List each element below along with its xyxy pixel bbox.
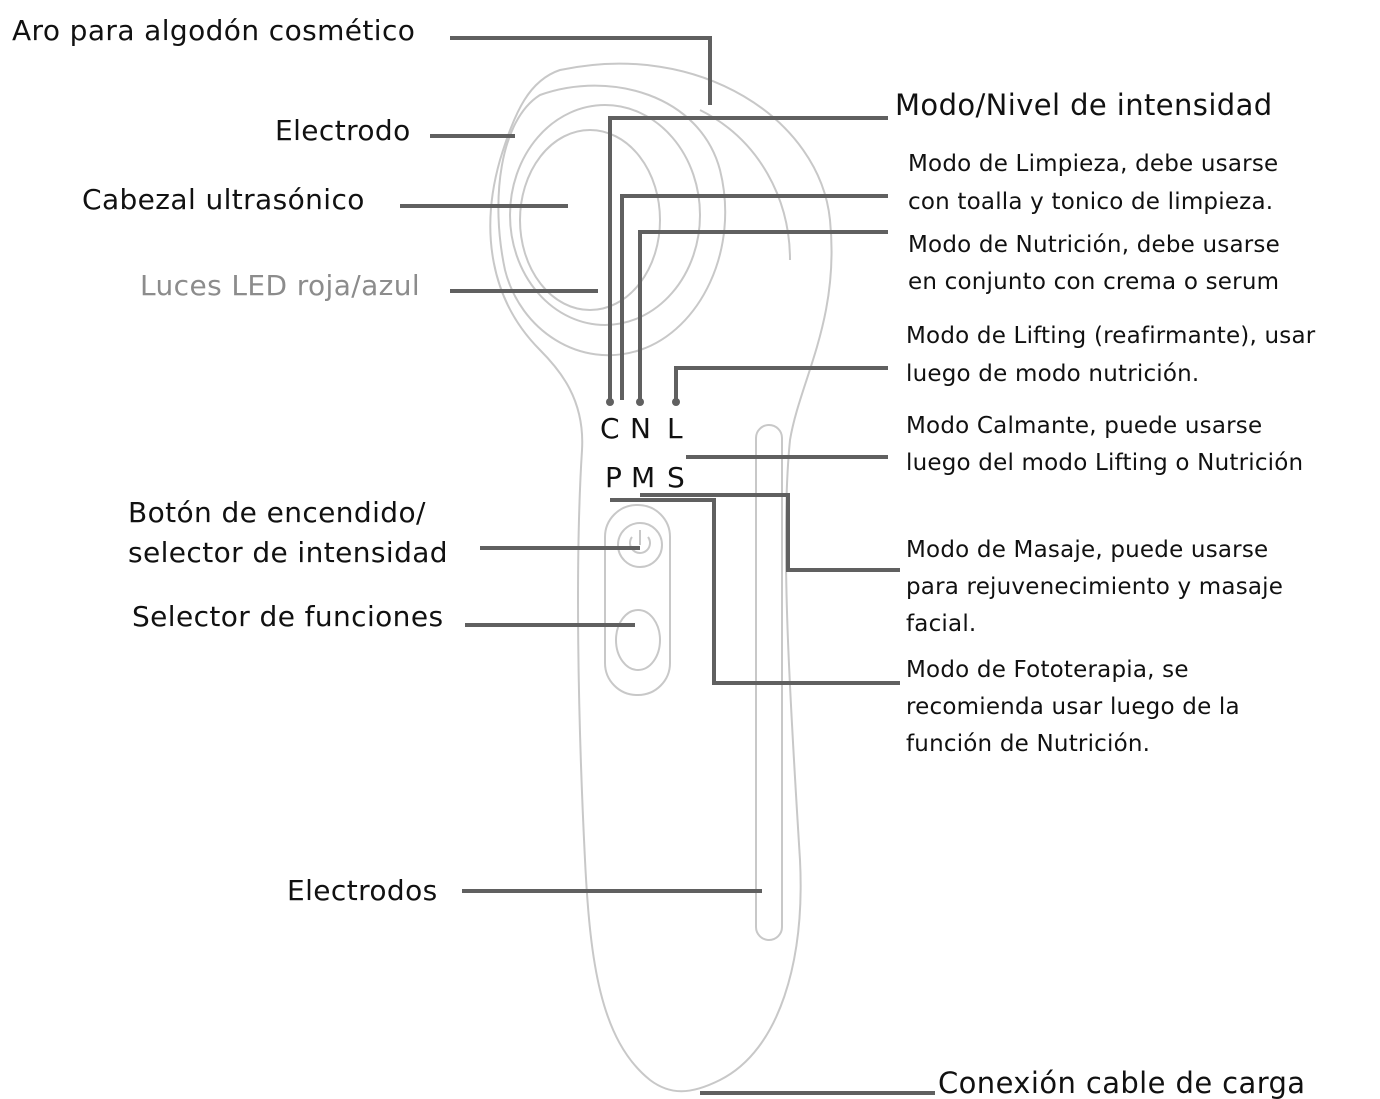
label-massage-line3: facial. [906,611,977,637]
label-lifting-line2: luego de modo nutrición. [906,361,1200,387]
leader-photo [610,498,900,685]
label-mode-level: Modo/Nivel de intensidad [895,88,1273,122]
indicator-dot-l [672,398,680,406]
label-massage-line2: para rejuvenecimiento y masaje [906,574,1284,600]
mode-letter-n: N [630,412,651,445]
indicator-dot-c [606,398,614,406]
label-electrodes: Electrodos [287,874,438,907]
leader-mode-level [608,116,888,400]
label-cotton-ring: Aro para algodón cosmético [12,14,416,47]
button-panel-outline [604,504,671,696]
label-cleaning-line1: Modo de Limpieza, debe usarse [908,151,1279,177]
mode-letter-m: M [631,461,656,494]
label-photo-line2: recomienda usar luego de la [906,694,1240,720]
mode-letter-c: C [600,412,620,445]
label-ultrasonic-head: Cabezal ultrasónico [82,183,365,216]
label-calming-line1: Modo Calmante, puede usarse [906,413,1263,439]
label-nutrition-line1: Modo de Nutrición, debe usarse [908,232,1280,258]
power-button-outline [617,522,663,568]
label-cleaning-line2: con toalla y tonico de limpieza. [908,189,1274,215]
leader-lifting [674,366,888,400]
label-power-button-line2: selector de intensidad [128,536,448,569]
function-button-outline [615,609,661,671]
inner-curve [699,109,791,261]
device-body-outline [489,62,833,1093]
power-symbol-arc [629,536,651,554]
label-calming-line2: luego del modo Lifting o Nutrición [906,450,1304,476]
mode-letter-s: S [667,461,685,494]
label-charging: Conexión cable de carga [938,1066,1306,1099]
label-photo-line1: Modo de Fototerapia, se [906,657,1189,683]
electrode-ring-outline [509,104,701,326]
label-power-button-line1: Botón de encendido/ [128,496,426,529]
leader-cotton-ring [450,36,712,105]
leader-nutrition [638,230,888,400]
indicator-dot-n [636,398,644,406]
label-electrode: Electrodo [275,114,411,147]
label-led-lights: Luces LED roja/azul [140,269,421,302]
label-lifting-line1: Modo de Lifting (reafirmante), usar [906,323,1316,349]
leader-massage [640,493,900,572]
label-nutrition-line2: en conjunto con crema o serum [908,269,1280,295]
leader-cleaning [620,194,888,400]
ultrasonic-head-outline [519,129,661,311]
label-massage-line1: Modo de Masaje, puede usarse [906,537,1269,563]
mode-letter-l: L [667,412,683,445]
label-photo-line3: función de Nutrición. [906,731,1151,757]
label-function-selector: Selector de funciones [132,600,444,633]
mode-letter-p: P [605,461,622,494]
